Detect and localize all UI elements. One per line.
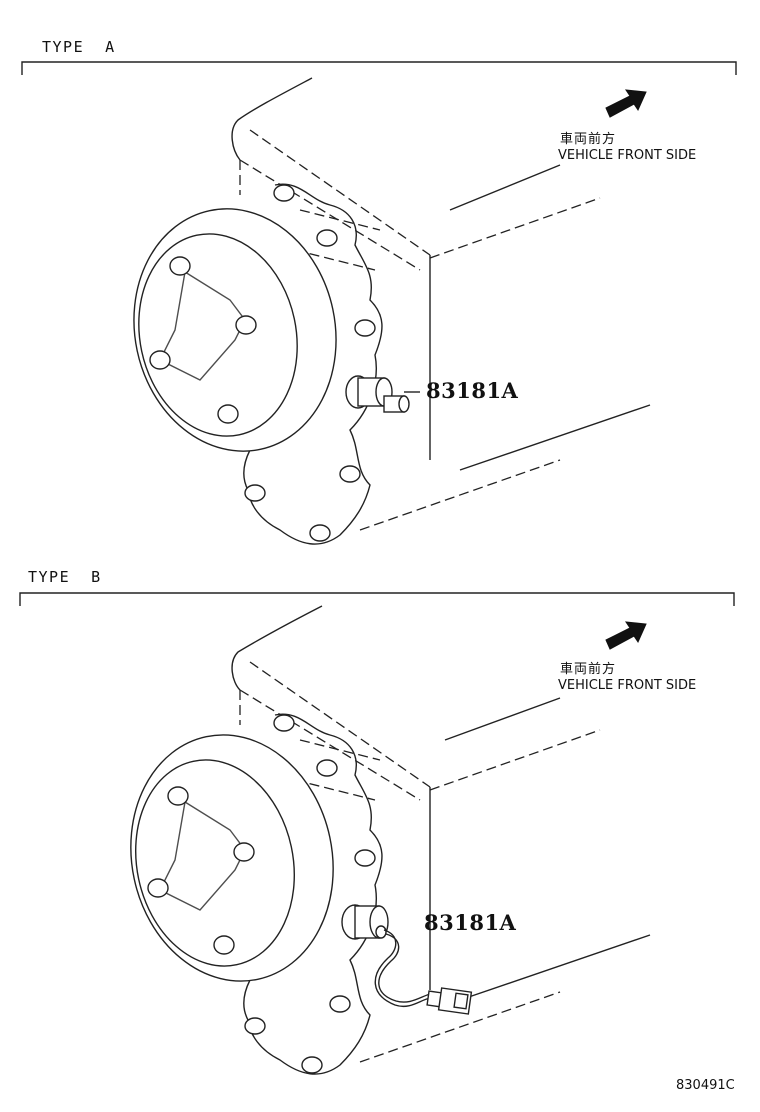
- type-b-title: TYPE B: [28, 568, 102, 586]
- type-a-arrow-up-right-icon: [605, 89, 647, 118]
- type-a-bracket: [21, 61, 737, 75]
- type-b-engine-block: [231, 605, 651, 1063]
- type-b-clutch-pulley: [130, 734, 334, 982]
- type-b-arrow-up-right-icon: [605, 621, 647, 650]
- type-a-diagram: [21, 61, 737, 545]
- type-a-sensor: [345, 375, 420, 413]
- type-b-diagram: [19, 592, 735, 1075]
- type-a-direction-label-en: VEHICLE FRONT SIDE: [558, 148, 697, 163]
- type-a-title: TYPE A: [42, 38, 116, 56]
- type-b-bolts: [244, 714, 376, 1074]
- type-a-flange: [243, 183, 383, 545]
- type-a-part-number: 83181A: [426, 378, 519, 403]
- type-b-flange: [243, 713, 383, 1075]
- type-b-direction-label-jp: 車両前方: [560, 662, 617, 677]
- type-b-bracket: [19, 592, 735, 606]
- type-b-direction-label-en: VEHICLE FRONT SIDE: [558, 678, 697, 693]
- type-a-direction-label-jp: 車両前方: [560, 132, 617, 147]
- type-b-wire-harness: [374, 929, 473, 1015]
- type-b-part-number: 83181A: [424, 910, 517, 935]
- type-b-sensor: [341, 904, 389, 940]
- diagram-reference-code: 830491C: [676, 1078, 735, 1093]
- type-a-clutch-pulley: [133, 208, 337, 452]
- type-a-bolts: [244, 184, 376, 542]
- type-a-engine-block: [231, 77, 651, 531]
